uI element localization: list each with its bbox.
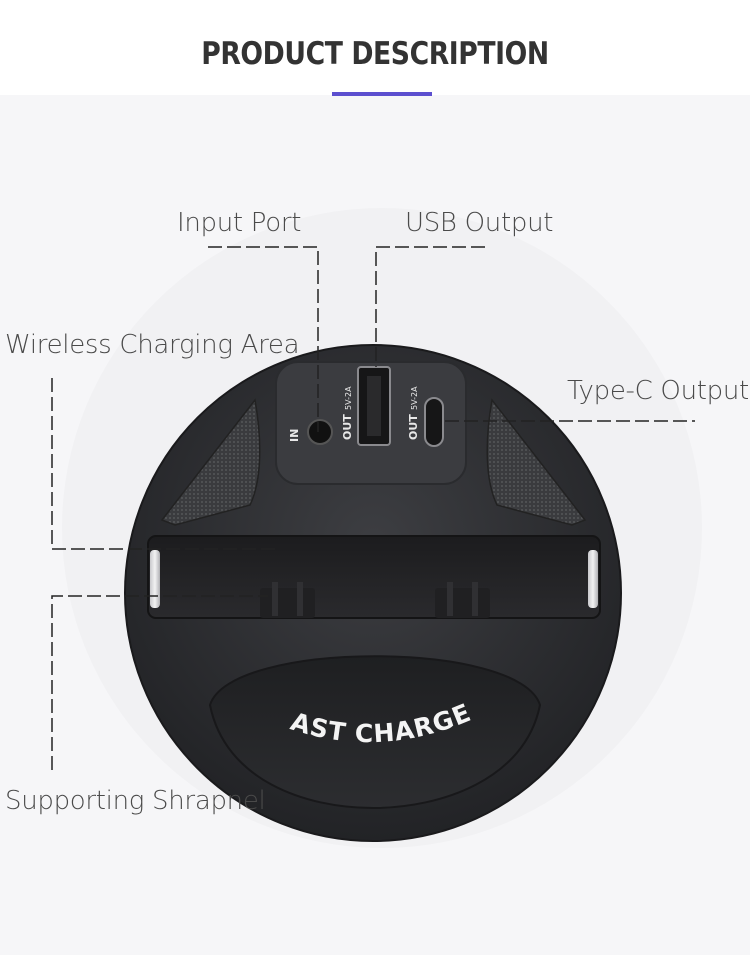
label-wireless-charging-area: Wireless Charging Area bbox=[5, 330, 300, 360]
label-supporting-shrapnel: Supporting Shrapnel bbox=[5, 786, 266, 816]
type-c-port bbox=[424, 397, 444, 447]
leader-wireless-area bbox=[51, 378, 278, 550]
label-input-port: Input Port bbox=[177, 208, 302, 238]
leader-usb-output bbox=[375, 246, 485, 367]
left-mesh-panel bbox=[160, 398, 261, 526]
label-type-c-output: Type-C Output bbox=[567, 376, 749, 406]
label-usb-output: USB Output bbox=[405, 208, 554, 238]
port-label-typec-out: OUT bbox=[407, 414, 420, 440]
port-label-in: IN bbox=[288, 429, 301, 442]
page-title: PRODUCT DESCRIPTION bbox=[201, 36, 549, 72]
port-label-usb-rating: 5V-2A bbox=[344, 386, 353, 410]
port-label-usb-out: OUT bbox=[341, 414, 354, 440]
input-jack bbox=[307, 419, 333, 445]
shrapnel-clip-right bbox=[435, 582, 490, 618]
title-underline bbox=[332, 92, 432, 96]
port-label-typec-rating: 5V-2A bbox=[410, 386, 419, 410]
fast-charge-badge bbox=[208, 655, 542, 810]
shrapnel-clip-left bbox=[260, 582, 315, 618]
leader-input-port bbox=[208, 246, 319, 432]
right-mesh-panel bbox=[486, 398, 587, 526]
leader-shrapnel bbox=[51, 595, 268, 770]
leader-lines bbox=[51, 246, 695, 770]
